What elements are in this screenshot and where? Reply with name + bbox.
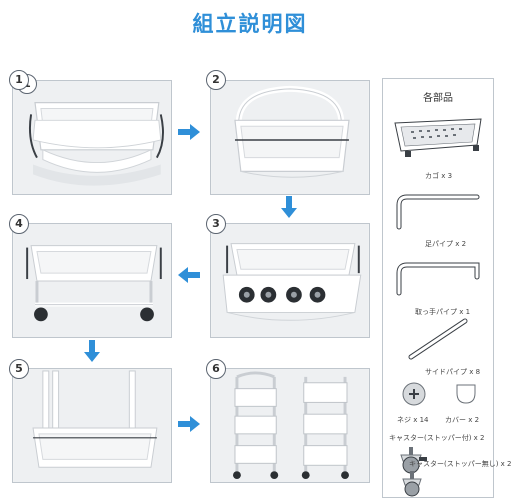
parts-list-title: 各部品 <box>423 93 453 104</box>
part-label-leg-pipe: 足パイプ x 2 <box>425 240 467 248</box>
handle-pipe-icon <box>393 257 485 305</box>
side-pipe-icon <box>403 317 473 365</box>
part-label-caster-with-stopper: キャスター(ストッパー付) x 2 <box>389 434 485 442</box>
step-6-badge: 6 <box>206 359 226 379</box>
step-3-illustration <box>211 224 369 337</box>
screw-icon <box>399 379 429 413</box>
step-1-illustration <box>13 81 171 194</box>
caster-with-stopper-icon <box>395 445 429 479</box>
part-label-handle-pipe: 取っ手パイプ x 1 <box>415 308 471 316</box>
page-title: 組立説明図 <box>192 12 308 36</box>
caster-without-stopper-icon <box>397 471 427 501</box>
step-2-illustration <box>211 81 369 194</box>
step-4-badge: 4 <box>9 214 29 234</box>
step-6-panel <box>210 368 370 483</box>
part-label-basket: カゴ x 3 <box>425 172 453 180</box>
part-label-cover: カバー x 2 <box>445 416 480 424</box>
step-3-badge: 3 <box>206 214 226 234</box>
step-5-panel <box>12 368 172 483</box>
parts-list-panel: 各部品 カゴ x 3 足パイプ x 2 取っ手パイプ x 1 サイドパイプ x … <box>382 78 512 501</box>
part-label-screw: ネジ x 14 <box>397 416 429 424</box>
arrow-right-icon <box>178 416 200 432</box>
part-label-side-pipe: サイドパイプ x 8 <box>425 368 481 376</box>
arrow-down-icon <box>84 340 100 362</box>
arrow-left-icon <box>178 267 200 283</box>
basket-icon <box>391 115 486 167</box>
step-5-badge: 5 <box>9 359 29 379</box>
step-5-illustration <box>13 369 171 482</box>
step-6-illustration <box>211 369 369 482</box>
step-1-panel: 1 <box>12 74 172 195</box>
arrow-right-icon <box>178 124 200 140</box>
step-1-badge: 1 <box>9 70 29 90</box>
step-3-panel <box>210 223 370 338</box>
step-2-panel <box>210 80 370 195</box>
cover-icon <box>451 381 481 411</box>
step-4-illustration <box>13 224 171 337</box>
arrow-down-icon <box>281 196 297 218</box>
step-2-badge: 2 <box>206 70 226 90</box>
step-4-panel <box>12 223 172 338</box>
leg-pipe-icon <box>393 191 485 237</box>
part-label-caster-without-stopper: キャスター(ストッパー無し) x 2 <box>409 460 512 468</box>
